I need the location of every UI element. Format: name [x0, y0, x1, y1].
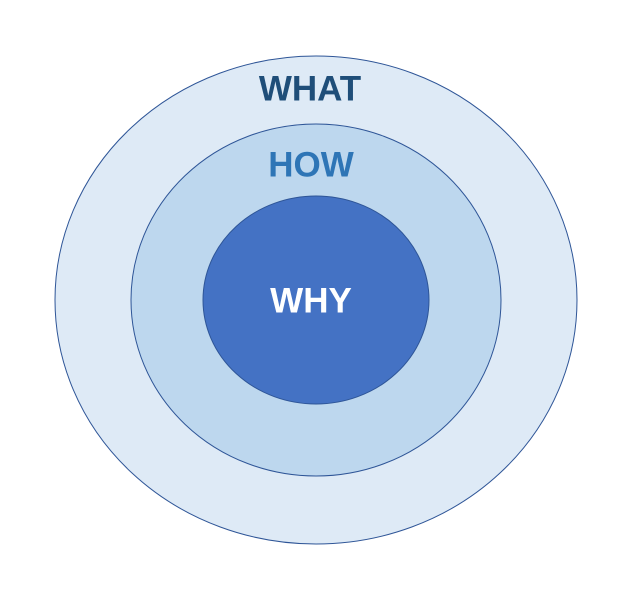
how-label: HOW [268, 146, 354, 185]
why-label: WHY [270, 282, 352, 321]
what-label: WHAT [259, 70, 361, 109]
inner-circle-why [202, 195, 430, 405]
